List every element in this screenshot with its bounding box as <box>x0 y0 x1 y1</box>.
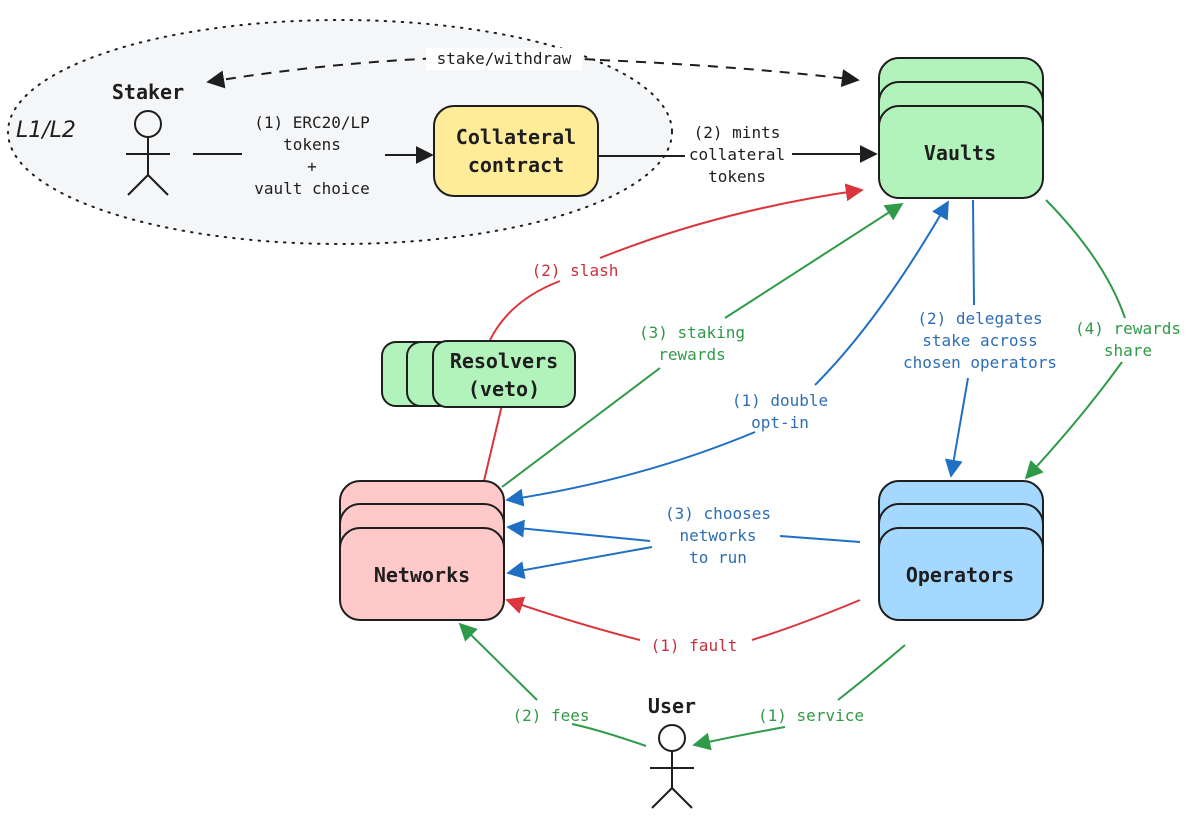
erc20-label-line4: vault choice <box>254 179 370 198</box>
node-resolvers[interactable]: Resolvers (veto) <box>381 340 576 408</box>
service-label: (1) service <box>758 706 864 725</box>
double-opt-in-label-line1: (1) double <box>732 391 828 410</box>
resolvers-label-line1: Resolvers <box>450 349 558 373</box>
edge-mints-collateral: (2) mints collateral tokens <box>598 123 878 186</box>
chooses-label-line2: networks <box>679 526 756 545</box>
chooses-line-lower <box>506 546 653 579</box>
networks-box <box>339 527 505 621</box>
double-opt-in-line-upper <box>814 200 949 386</box>
double-opt-in-line-lower <box>505 431 756 507</box>
operators-box <box>878 527 1044 621</box>
collateral-box <box>433 105 599 197</box>
edge-chooses-networks: (3) chooses networks to run <box>506 504 861 579</box>
rewards-share-label-line2: share <box>1104 341 1152 360</box>
rewards-share-line-lower <box>1024 361 1123 480</box>
region-label: L1/L2 <box>16 118 76 143</box>
node-operators[interactable]: Operators <box>878 480 1044 621</box>
staking-rewards-line-lower <box>501 367 661 488</box>
staker-label: Staker <box>112 80 184 104</box>
actor-user[interactable]: User <box>648 694 696 809</box>
staking-rewards-label-line2: rewards <box>658 345 725 364</box>
delegates-label-line3: chosen operators <box>903 353 1057 372</box>
edge-fault: (1) fault <box>505 596 861 655</box>
chooses-line-right <box>779 535 861 543</box>
staking-rewards-label-line1: (3) staking <box>639 323 745 342</box>
user-label: User <box>648 694 696 718</box>
mints-label-line2: collateral <box>689 145 785 164</box>
edge-service: (1) service <box>692 644 906 751</box>
slash-label: (2) slash <box>532 261 619 280</box>
edge-slash: (2) slash <box>482 183 864 486</box>
collateral-label-line1: Collateral <box>456 125 576 149</box>
edge-rewards-share: (4) rewards share <box>1024 199 1181 480</box>
erc20-label-line2: tokens <box>283 135 341 154</box>
vaults-label: Vaults <box>924 141 996 165</box>
fault-line-left <box>505 596 641 641</box>
collateral-label-line2: contract <box>468 153 564 177</box>
edge-staking-rewards: (3) staking rewards <box>501 203 904 488</box>
delegates-line-upper <box>972 199 975 306</box>
mints-label-line1: (2) mints <box>694 123 781 142</box>
rewards-share-label-line1: (4) rewards <box>1075 319 1181 338</box>
edge-erc20-tokens: (1) ERC20/LP tokens + vault choice <box>193 113 434 198</box>
erc20-label-line1: (1) ERC20/LP <box>254 113 370 132</box>
label-bg <box>426 48 582 70</box>
node-collateral-contract[interactable]: Collateral contract <box>433 105 599 197</box>
edge-double-opt-in: (1) double opt-in <box>505 200 949 507</box>
delegates-label-line2: stake across <box>922 331 1038 350</box>
slash-line-mid <box>489 280 561 341</box>
node-networks[interactable]: Networks <box>339 480 505 621</box>
fees-line-upper <box>458 622 538 701</box>
resolvers-label-line2: (veto) <box>468 377 540 401</box>
vaults-box <box>878 105 1044 199</box>
service-line-upper <box>837 644 906 701</box>
fees-line-lower <box>571 723 647 747</box>
operators-label: Operators <box>906 563 1014 587</box>
service-line-lower <box>692 726 786 751</box>
stick-figure-icon <box>650 724 694 809</box>
rewards-share-line-upper <box>1045 199 1126 319</box>
stake-withdraw-line-right <box>599 59 860 88</box>
slash-line-upper <box>599 183 864 259</box>
fees-label: (2) fees <box>512 706 589 725</box>
stick-figure-icon <box>126 110 170 196</box>
erc20-label-line3: + <box>307 157 317 176</box>
double-opt-in-label-line2: opt-in <box>751 413 809 432</box>
networks-label: Networks <box>374 563 470 587</box>
resolvers-box <box>432 340 576 408</box>
delegates-line-lower <box>944 377 969 478</box>
fault-line-right <box>751 599 861 641</box>
slash-line-lower <box>482 404 503 486</box>
stake-withdraw-label: stake/withdraw <box>437 49 572 68</box>
edge-stake-withdraw: stake/withdraw <box>206 48 860 89</box>
fault-label: (1) fault <box>651 636 738 655</box>
delegates-label-line1: (2) delegates <box>917 309 1042 328</box>
edge-fees: (2) fees <box>458 622 647 747</box>
mints-label-line3: tokens <box>708 167 766 186</box>
chooses-label-line3: to run <box>689 548 747 567</box>
chooses-line-upper <box>506 519 651 542</box>
actor-staker[interactable]: Staker <box>112 80 184 196</box>
node-vaults[interactable]: Vaults <box>878 57 1044 199</box>
staking-rewards-line-upper <box>724 203 904 319</box>
edge-delegates: (2) delegates stake across chosen operat… <box>903 199 1057 478</box>
chooses-label-line1: (3) chooses <box>665 504 771 523</box>
